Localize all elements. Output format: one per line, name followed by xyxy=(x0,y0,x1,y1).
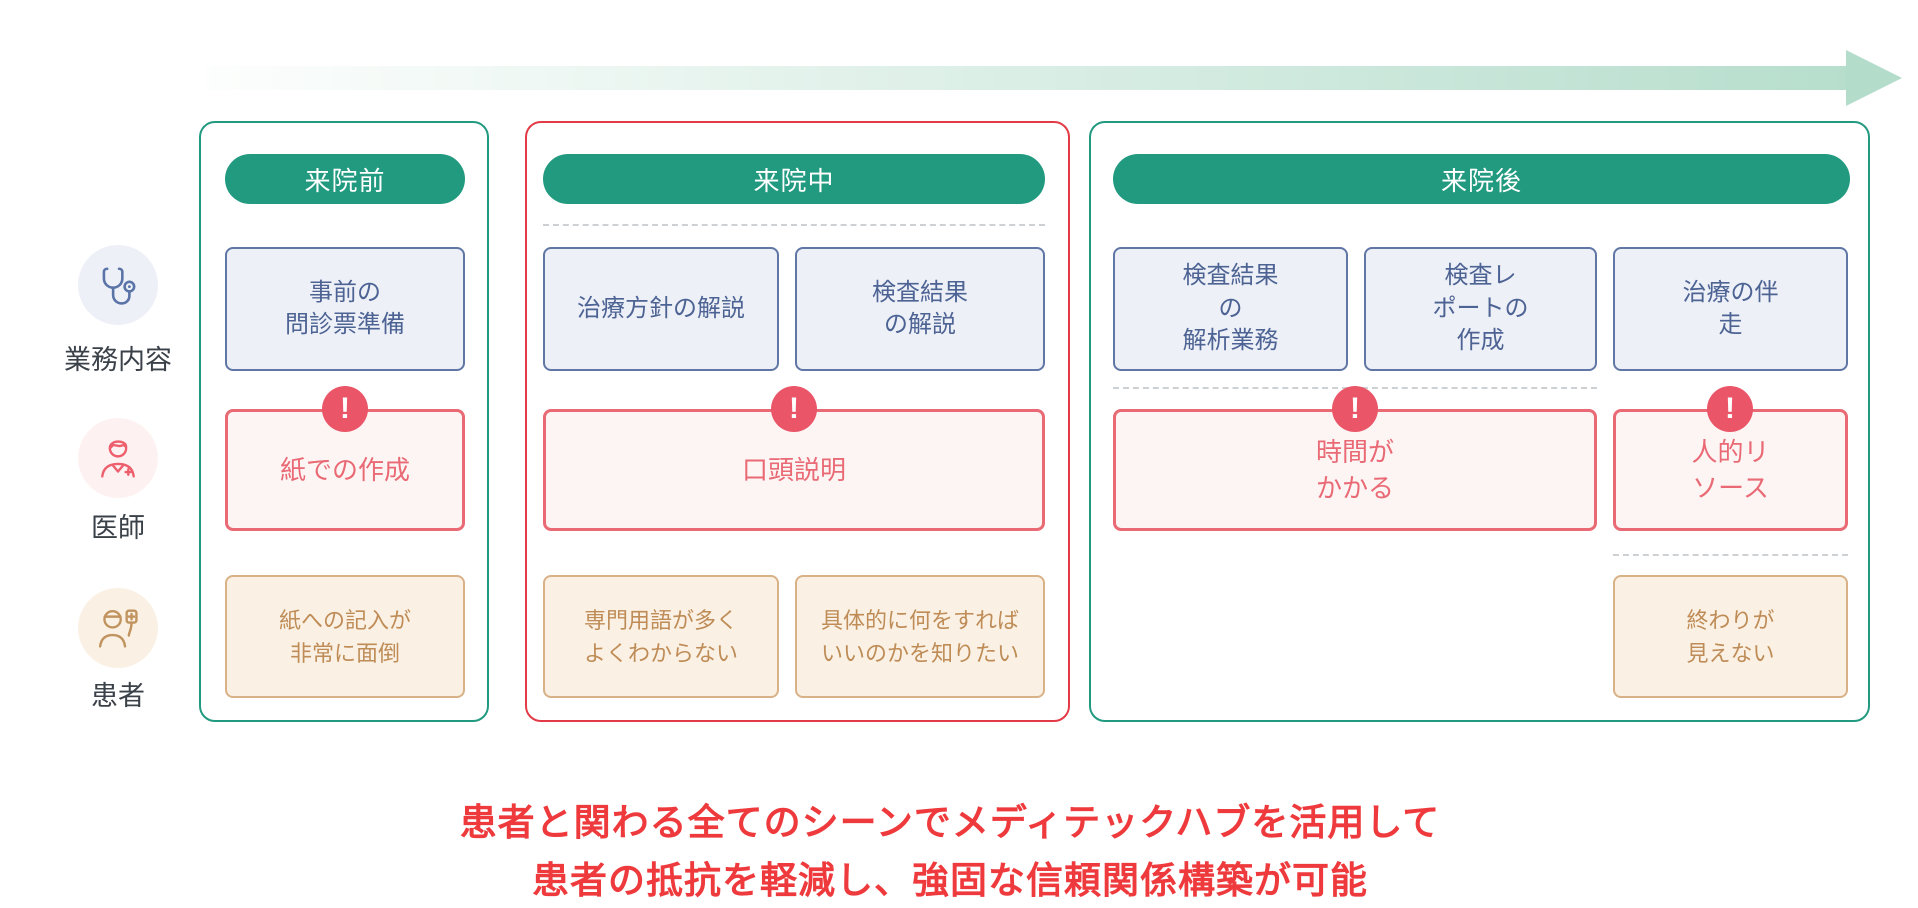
work-box: 検査レ ポートの 作成 xyxy=(1364,247,1597,371)
patient-icon xyxy=(98,609,138,648)
doctor-pain-box: 人的リ ソース xyxy=(1613,409,1848,531)
phase-header-after-visit: 来院後 xyxy=(1113,154,1850,204)
work-box: 検査結果 の 解析業務 xyxy=(1113,247,1348,371)
phase-frame-after-visit xyxy=(1089,121,1870,722)
headline-line1: 患者と関わる全てのシーンでメディテックハブを活用して xyxy=(459,802,1441,843)
alert-exclamation-icon: ! xyxy=(771,386,817,432)
patient-row-avatar xyxy=(78,588,158,668)
row-separator xyxy=(1613,554,1848,556)
timeline-arrow-shaft xyxy=(207,66,1847,90)
row-separator xyxy=(543,224,1045,226)
work-box: 検査結果 の解説 xyxy=(795,247,1045,371)
work-row-avatar xyxy=(78,245,158,325)
phase-frame-during-visit xyxy=(525,121,1070,722)
work-box: 治療の伴 走 xyxy=(1613,247,1848,371)
patient-pain-box: 紙への記入が 非常に面倒 xyxy=(225,575,465,698)
patient-pain-box: 専門用語が多く よくわからない xyxy=(543,575,779,698)
row-label-patient: 患者 xyxy=(91,681,145,711)
work-box: 事前の 問診票準備 xyxy=(225,247,465,371)
doctor-row-avatar xyxy=(78,418,158,498)
doctor-icon xyxy=(101,440,135,478)
row-label-work: 業務内容 xyxy=(64,345,172,375)
patient-pain-box: 具体的に何をすれば いいのかを知りたい xyxy=(795,575,1045,698)
phase-header-during-visit: 来院中 xyxy=(543,154,1045,204)
stethoscope-icon xyxy=(102,267,136,305)
work-box: 治療方針の解説 xyxy=(543,247,779,371)
alert-exclamation-icon: ! xyxy=(1707,386,1753,432)
row-label-doctor: 医師 xyxy=(91,513,145,543)
phase-frame-before-visit xyxy=(199,121,489,722)
headline-line2: 患者の抵抗を軽減し、強固な信頼関係構築が可能 xyxy=(532,860,1368,901)
timeline-arrow-head-icon xyxy=(1846,50,1902,106)
phase-header-before-visit: 来院前 xyxy=(225,154,465,204)
alert-exclamation-icon: ! xyxy=(1332,386,1378,432)
alert-exclamation-icon: ! xyxy=(322,386,368,432)
patient-pain-box: 終わりが 見えない xyxy=(1613,575,1848,698)
